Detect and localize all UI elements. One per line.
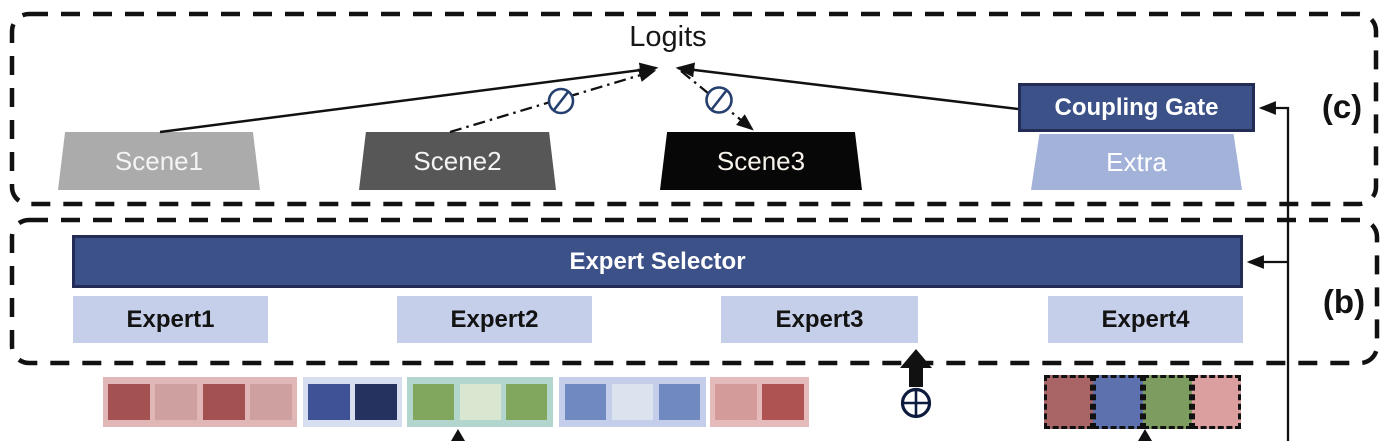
scene1-to-logits-arrow (159, 62, 659, 134)
logits-to-scene3-dashdot-arrow (680, 70, 754, 131)
token-square (108, 384, 151, 420)
token-square (249, 384, 292, 420)
coupling-gate-box: Coupling Gate (1018, 83, 1255, 132)
scene2-trapezoid: Scene2 (359, 132, 556, 190)
token-square (308, 384, 350, 420)
panel-c-label: (c) (1321, 88, 1363, 125)
scene2-to-logits-dashdot-arrow (449, 68, 657, 134)
token-group-red (103, 377, 297, 427)
token-square (459, 384, 501, 420)
token-square (762, 384, 804, 420)
token-group-green (407, 377, 553, 427)
token-square (659, 384, 700, 420)
token-square (412, 384, 454, 420)
coupling-gate-to-logits-arrow (675, 62, 1019, 111)
expert4-box: Expert4 (1048, 296, 1243, 343)
token-group-mixed-dashed (1044, 375, 1241, 429)
token-square-dashed (1093, 375, 1143, 429)
token-square (202, 384, 245, 420)
no-coupling-icon (705, 86, 733, 114)
token-square-dashed (1191, 375, 1241, 429)
token-group-red-2 (710, 377, 809, 427)
token-square (155, 384, 198, 420)
logits-label: Logits (629, 20, 707, 53)
extra-trapezoid: Extra (1031, 134, 1242, 190)
token-group-dark-blue (303, 377, 402, 427)
token-square-dashed (1044, 375, 1094, 429)
scene3-trapezoid: Scene3 (660, 132, 862, 190)
expert3-box: Expert3 (721, 296, 918, 343)
token-square (612, 384, 653, 420)
up-arrow-tip-dashed-tokens (1138, 429, 1152, 441)
panel-b-label: (b) (1322, 283, 1366, 320)
token-group-light-blue (559, 377, 706, 427)
expert2-box: Expert2 (397, 296, 592, 343)
expert1-box: Expert1 (73, 296, 268, 343)
scene1-trapezoid: Scene1 (58, 132, 260, 190)
expert-selector-bar: Expert Selector (72, 235, 1243, 288)
up-arrow-tip-green-tokens (451, 429, 465, 441)
token-square (565, 384, 606, 420)
token-square (715, 384, 757, 420)
token-square-dashed (1142, 375, 1192, 429)
combined-input-up-arrow (900, 349, 932, 387)
circled-plus-icon (900, 387, 932, 419)
no-coupling-icon (547, 87, 575, 115)
feedback-line-to-coupling-gate (1258, 101, 1290, 441)
token-square (355, 384, 397, 420)
token-square (506, 384, 548, 420)
